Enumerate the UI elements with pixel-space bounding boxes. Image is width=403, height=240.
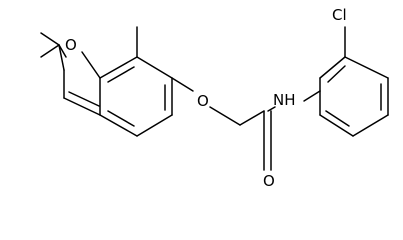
ether-oxygen-label: O [197, 92, 209, 110]
bond-line-17 [107, 110, 135, 127]
ring-oxygen-label: O [65, 36, 77, 54]
bond-line-32 [352, 114, 389, 137]
bond-line-7 [68, 91, 100, 107]
bond-line-33 [319, 114, 354, 137]
bond-line-21 [239, 110, 265, 126]
bond-line-27 [319, 56, 346, 79]
bond-line-12 [136, 56, 173, 79]
bond-line-24 [267, 106, 276, 112]
chlorine-label: Cl [332, 6, 347, 24]
bond-line-20 [209, 106, 241, 126]
carbonyl-oxygen-label: O [263, 172, 275, 189]
bond-line-15 [136, 114, 173, 137]
bond-line-10 [99, 56, 138, 79]
bond-line-9 [81, 51, 101, 79]
bond-line-16 [99, 114, 138, 137]
bond-line-1 [40, 32, 60, 46]
bond-line-2 [40, 44, 60, 58]
bond-line-4 [58, 44, 65, 71]
bond-line-34 [325, 110, 350, 127]
bond-line-11 [107, 66, 135, 83]
chemical-structure-diagram: O O NH O Cl [40, 6, 389, 189]
bond-line-29 [344, 56, 389, 79]
bond-line-25 [303, 90, 321, 102]
bond-line-3 [58, 44, 67, 58]
bond-line-6 [63, 97, 101, 116]
amide-nh-label: NH [273, 91, 296, 109]
bond-lines [40, 26, 389, 171]
bond-line-28 [327, 65, 346, 83]
bond-line-19 [171, 77, 194, 92]
